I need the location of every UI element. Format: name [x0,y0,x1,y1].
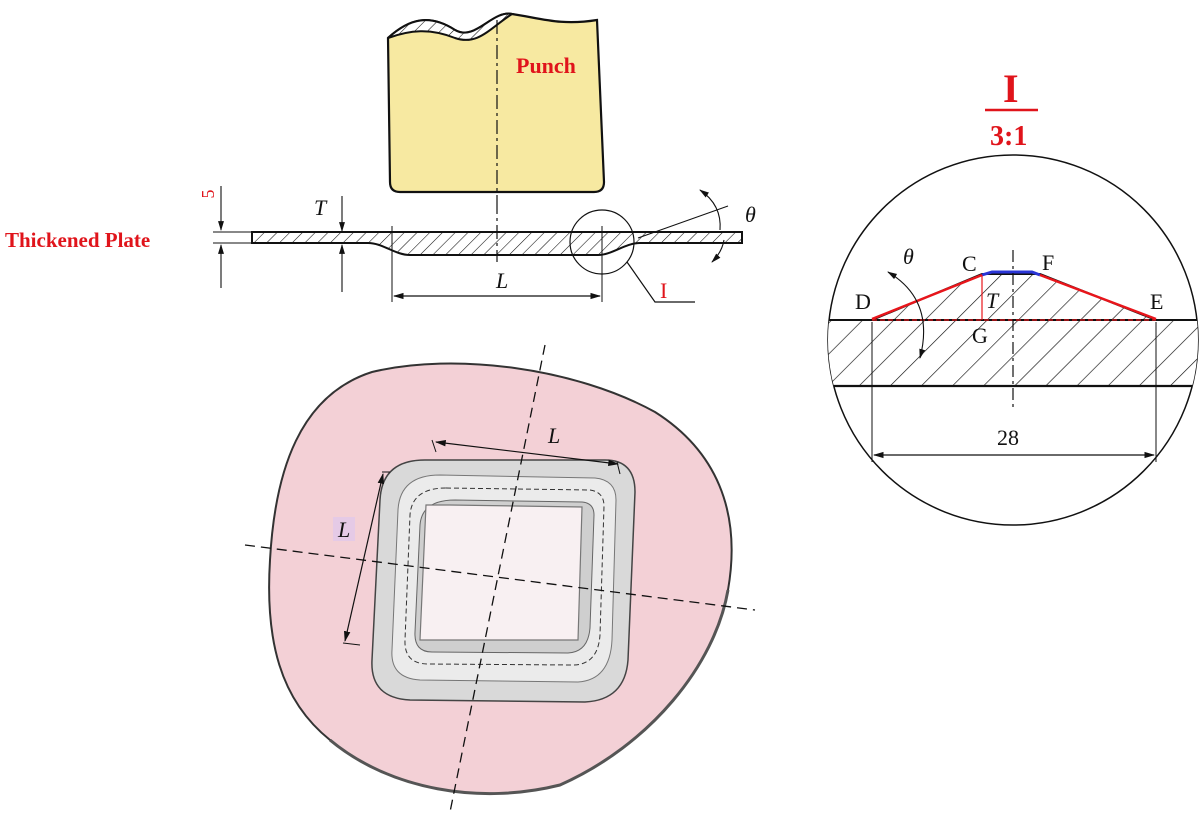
point-C-label: C [962,251,977,276]
detail-view: I 3:1 C F D E G T θ 28 [827,66,1199,526]
profile-red-right [1039,273,1157,321]
iso-bead-inner-line [404,487,605,666]
angle-theta-label: θ [745,202,756,227]
point-G-label: G [972,323,988,348]
iso-dimL-left-line [343,472,385,643]
iso-dimL-left-highlight [333,517,355,541]
punch-break-hatch [387,12,515,41]
thickened-plate-label: Thickened Plate [5,228,150,252]
iso-dim-L-left-label: L [337,517,350,542]
detail-T-label: T [986,288,1000,313]
point-E-label: E [1150,289,1163,314]
iso-centerline-horizontal [244,544,756,611]
iso-dimL-top-line [434,439,620,467]
detail-ref-leader [626,261,695,303]
angle-arc-top [699,189,721,231]
point-D-label: D [855,289,871,314]
angle-leader-line [637,205,729,239]
iso-plate: L L [244,344,756,813]
detail-theta-label: θ [903,244,914,269]
punch-label: Punch [516,53,576,78]
profile-blue-top [981,270,1041,277]
angle-arc-bottom [711,239,725,263]
iso-center-window [419,504,583,641]
detail-title: I [1003,66,1019,111]
detail-ref-label: I [660,278,667,303]
dim-5-label: 5 [198,190,218,199]
point-F-label: F [1042,250,1054,275]
punch-body [386,12,606,194]
dim-T-label: T [314,195,328,220]
detail-scale: 3:1 [990,121,1027,152]
iso-dimL-left-ext-bottom [342,642,361,646]
iso-plate-edge [329,589,730,795]
detail-ref-circle [569,209,635,275]
detail-angle-arc [887,271,926,359]
punch: Punch [386,12,606,200]
iso-dim-L-top-label: L [547,423,560,448]
dim-L-label: L [495,268,508,293]
dim-28-label: 28 [997,425,1019,450]
plate-section: 5 Thickened Plate T L θ I [5,186,756,303]
